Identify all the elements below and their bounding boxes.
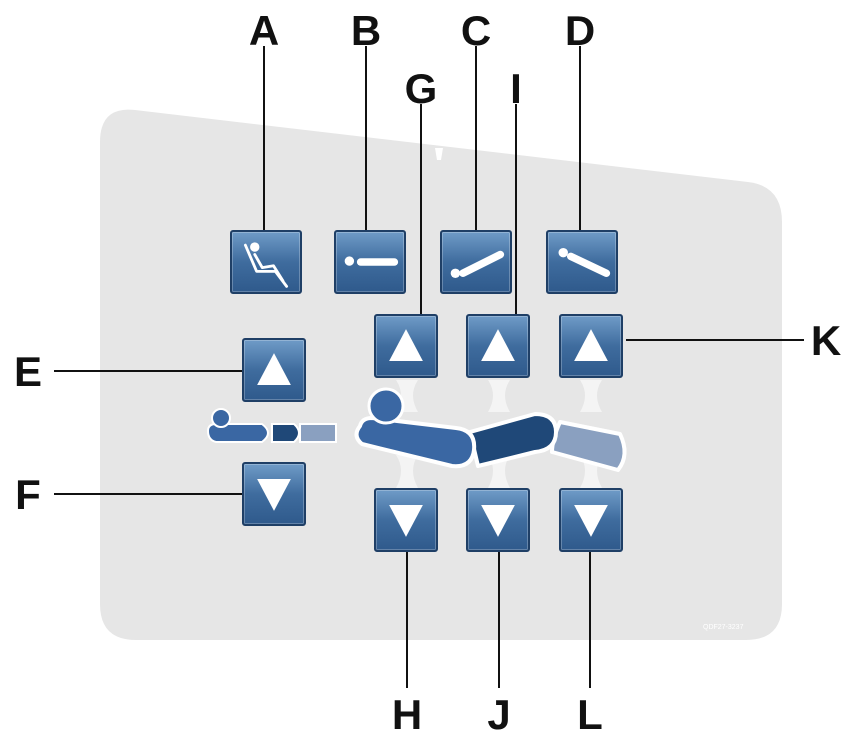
- head-section-down-button[interactable]: [374, 488, 438, 552]
- callout-a: A: [248, 7, 280, 54]
- flat-position-icon: [344, 256, 399, 266]
- trendelenburg-position-icon: [558, 247, 611, 277]
- callout-c: C: [460, 7, 492, 54]
- back-section-up-button[interactable]: [466, 314, 530, 378]
- arrow-up-icon: [257, 353, 291, 385]
- flat-position-button[interactable]: [334, 230, 406, 294]
- callout-d: D: [564, 7, 596, 54]
- panel-notch: [435, 148, 443, 160]
- patient-figure-icon: [354, 387, 627, 472]
- incline-position-button[interactable]: [440, 230, 512, 294]
- callout-l: L: [577, 691, 603, 738]
- foot-section-down-button[interactable]: [559, 488, 623, 552]
- callout-k: K: [810, 317, 842, 364]
- arrow-up-icon: [574, 329, 608, 361]
- leader-lines: [54, 46, 804, 688]
- control-panel: [100, 109, 782, 641]
- incline-position-icon: [450, 250, 505, 278]
- arrow-down-icon: [389, 505, 423, 537]
- foot-section-up-button[interactable]: [559, 314, 623, 378]
- arrow-down-icon: [481, 505, 515, 537]
- callout-f: F: [15, 471, 41, 518]
- callout-b: B: [350, 7, 382, 54]
- back-section-down-button[interactable]: [466, 488, 530, 552]
- bed-height-figure-icon: [206, 408, 337, 443]
- callout-i: I: [510, 65, 522, 112]
- chair-position-button[interactable]: [230, 230, 302, 294]
- arrow-up-icon: [389, 329, 423, 361]
- callout-e: E: [13, 348, 42, 395]
- arrow-down-icon: [574, 505, 608, 537]
- bed-height-down-button[interactable]: [242, 462, 306, 526]
- callout-j: J: [487, 691, 511, 738]
- arrow-up-icon: [481, 329, 515, 361]
- panel-part-code: QDF27-3237: [703, 624, 744, 631]
- trendelenburg-position-button[interactable]: [546, 230, 618, 294]
- chair-position-icon: [243, 242, 289, 288]
- callout-g: G: [404, 65, 438, 112]
- callout-h: H: [391, 691, 423, 738]
- arrow-down-icon: [257, 479, 291, 511]
- head-section-up-button[interactable]: [374, 314, 438, 378]
- bed-height-up-button[interactable]: [242, 338, 306, 402]
